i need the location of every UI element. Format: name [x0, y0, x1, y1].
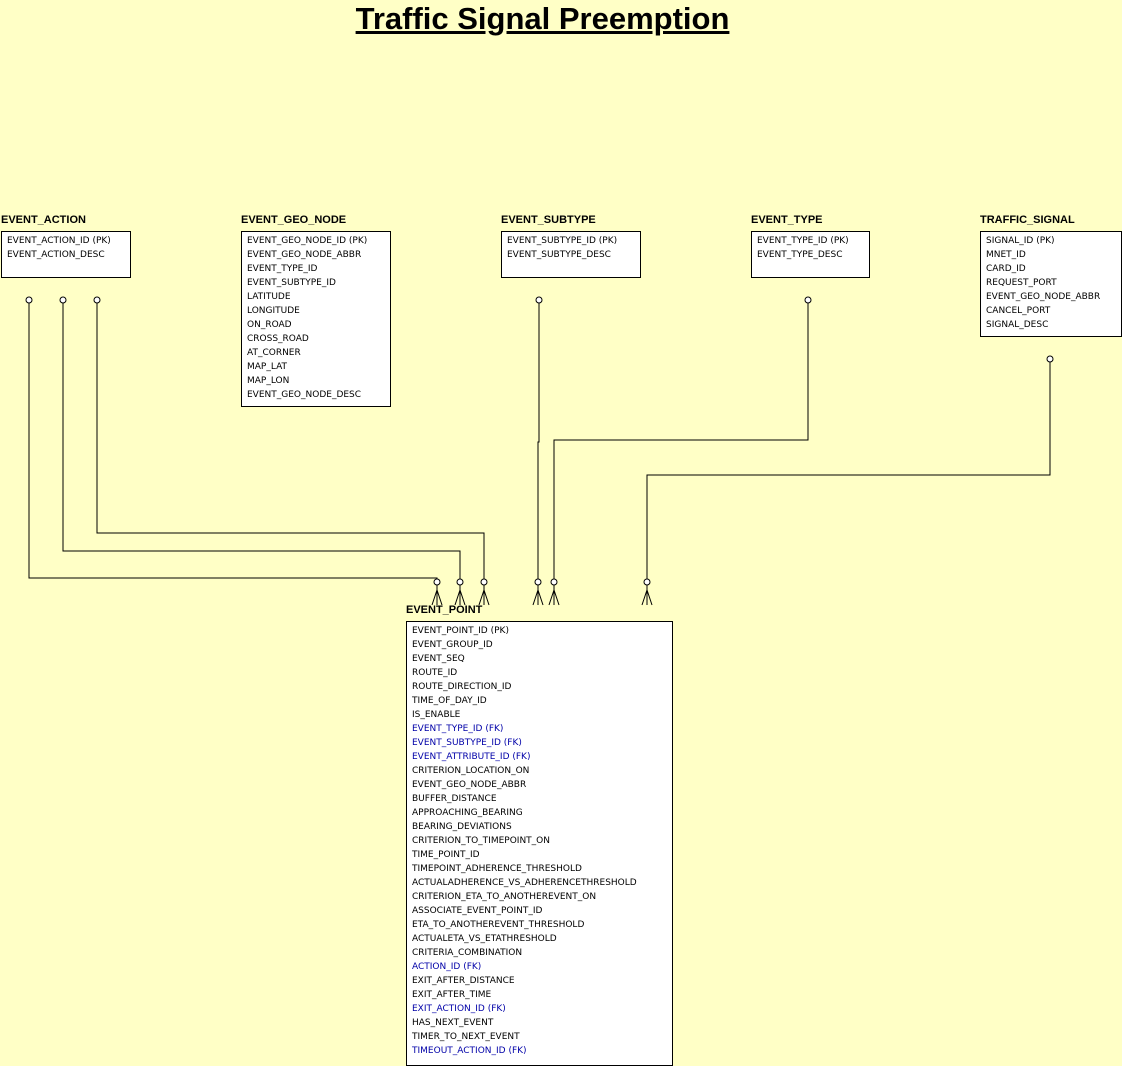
attribute: ACTUALADHERENCE_VS_ADHERENCETHRESHOLD [412, 878, 637, 888]
attribute: TIME_OF_DAY_ID [412, 696, 487, 706]
attribute: EVENT_SEQ [412, 654, 465, 664]
optional-one-marker [804, 296, 812, 304]
crows-foot-marker [548, 585, 560, 606]
attribute: CARD_ID [986, 264, 1026, 274]
crows-foot-marker [532, 585, 544, 606]
foreign-key-attribute: EVENT_TYPE_ID (FK) [412, 724, 504, 734]
relationship-line [62, 300, 461, 582]
optional-many-marker [480, 578, 488, 586]
optional-one-marker [59, 296, 67, 304]
attribute-box: EVENT_TYPE_ID (PK) EVENT_TYPE_DESC [751, 231, 870, 278]
foreign-key-attribute: EXIT_ACTION_ID (FK) [412, 1004, 506, 1014]
attribute: EVENT_TYPE_DESC [757, 250, 843, 260]
optional-many-marker [534, 578, 542, 586]
attribute: SIGNAL_DESC [986, 320, 1049, 330]
optional-many-marker [550, 578, 558, 586]
attribute: APPROACHING_BEARING [412, 808, 523, 818]
crows-foot-marker [454, 585, 466, 606]
attribute: TIMER_TO_NEXT_EVENT [412, 1032, 520, 1042]
attribute: TIMEPOINT_ADHERENCE_THRESHOLD [412, 864, 582, 874]
attribute: EVENT_ACTION_DESC [7, 250, 105, 260]
attribute: ROUTE_ID [412, 668, 458, 678]
attribute: ETA_TO_ANOTHEREVENT_THRESHOLD [412, 920, 585, 930]
attribute: EVENT_GEO_NODE_ABBR [247, 250, 362, 260]
attribute: ON_ROAD [247, 320, 292, 330]
attribute: SIGNAL_ID (PK) [986, 236, 1055, 246]
entity-name: TRAFFIC_SIGNAL [980, 214, 1075, 226]
attribute: EVENT_GEO_NODE_ID (PK) [247, 236, 368, 246]
attribute: MNET_ID [986, 250, 1026, 260]
optional-one-marker [1046, 355, 1054, 363]
attribute: EVENT_GEO_NODE_DESC [247, 390, 362, 400]
attribute-box: EVENT_GEO_NODE_ID (PK) EVENT_GEO_NODE_ABB… [241, 231, 391, 407]
entity-name: EVENT_TYPE [751, 214, 823, 226]
attribute: TIME_POINT_ID [412, 850, 480, 860]
relationship-event-action-to-event-point [25, 296, 443, 606]
relationship-event-type-to-event-point [548, 296, 812, 606]
foreign-key-attribute: EVENT_SUBTYPE_ID (FK) [412, 738, 522, 748]
optional-many-marker [433, 578, 441, 586]
attribute: IS_ENABLE [412, 710, 461, 720]
attribute: EVENT_GEO_NODE_ABBR [986, 292, 1101, 302]
diagram-title: Traffic Signal Preemption [355, 1, 730, 36]
entity-name: EVENT_SUBTYPE [501, 214, 596, 226]
relationship-line [553, 300, 809, 582]
attribute: EVENT_ACTION_ID (PK) [7, 236, 111, 246]
attribute: ASSOCIATE_EVENT_POINT_ID [412, 906, 543, 916]
crows-foot-marker [431, 585, 443, 606]
crows-foot-marker [478, 585, 490, 606]
attribute-box: SIGNAL_ID (PK) MNET_ID CARD_ID REQUEST_PORT… [980, 231, 1122, 337]
attribute-box: EVENT_ACTION_ID (PK) EVENT_ACTION_DESC [1, 231, 131, 278]
attribute: EVENT_SUBTYPE_DESC [507, 250, 611, 260]
attribute: AT_CORNER [247, 348, 301, 358]
attribute: ROUTE_DIRECTION_ID [412, 682, 512, 692]
attribute: HAS_NEXT_EVENT [412, 1018, 494, 1028]
attribute: CRITERION_LOCATION_ON [412, 766, 530, 776]
optional-many-marker [456, 578, 464, 586]
relationship-event-subtype-to-event-point [532, 296, 544, 606]
crows-foot-marker [641, 585, 653, 606]
attribute: EXIT_AFTER_DISTANCE [412, 976, 515, 986]
foreign-key-attribute: TIMEOUT_ACTION_ID (FK) [412, 1046, 527, 1056]
attribute: LATITUDE [247, 292, 291, 302]
attribute-box: EVENT_POINT_ID (PK) EVENT_GROUP_ID EVENT_S… [406, 621, 673, 1066]
foreign-key-attribute: EVENT_ATTRIBUTE_ID (FK) [412, 752, 531, 762]
entity-name: EVENT_POINT [406, 604, 483, 616]
attribute: EVENT_TYPE_ID [247, 264, 318, 274]
attribute: CRITERION_ETA_TO_ANOTHEREVENT_ON [412, 892, 597, 902]
attribute: MAP_LAT [247, 362, 288, 372]
optional-one-marker [93, 296, 101, 304]
attribute: CRITERION_TO_TIMEPOINT_ON [412, 836, 550, 846]
relationship-line [96, 300, 485, 582]
attribute-box: EVENT_SUBTYPE_ID (PK) EVENT_SUBTYPE_DESC [501, 231, 641, 278]
attribute: BUFFER_DISTANCE [412, 794, 497, 804]
attribute: EVENT_POINT_ID (PK) [412, 626, 509, 636]
attribute: EVENT_GROUP_ID [412, 640, 493, 650]
attribute: EXIT_AFTER_TIME [412, 990, 492, 1000]
optional-many-marker [643, 578, 651, 586]
attribute: CRITERIA_COMBINATION [412, 948, 523, 958]
attribute: REQUEST_PORT [986, 278, 1057, 288]
relationship-line [646, 359, 1051, 582]
attribute: EVENT_TYPE_ID (PK) [757, 236, 849, 246]
attribute: EVENT_SUBTYPE_ID (PK) [507, 236, 618, 246]
attribute: ACTUALETA_VS_ETATHRESHOLD [412, 934, 557, 944]
attribute: BEARING_DEVIATIONS [412, 822, 512, 832]
relationship-event-action-to-event-point [59, 296, 466, 606]
relationship-event-action-to-event-point [93, 296, 490, 606]
foreign-key-attribute: ACTION_ID (FK) [412, 962, 482, 972]
relationship-line [537, 300, 540, 582]
relationship-traffic-signal-to-event-point [641, 355, 1054, 606]
optional-one-marker [535, 296, 543, 304]
attribute: EVENT_GEO_NODE_ABBR [412, 780, 527, 790]
entity-name: EVENT_ACTION [1, 214, 86, 226]
attribute: LONGITUDE [247, 306, 300, 316]
entity-name: EVENT_GEO_NODE [241, 214, 347, 226]
attribute: CROSS_ROAD [247, 334, 309, 344]
attribute: CANCEL_PORT [986, 306, 1051, 316]
optional-one-marker [25, 296, 33, 304]
attribute: MAP_LON [247, 376, 290, 386]
attribute: EVENT_SUBTYPE_ID [247, 278, 336, 288]
